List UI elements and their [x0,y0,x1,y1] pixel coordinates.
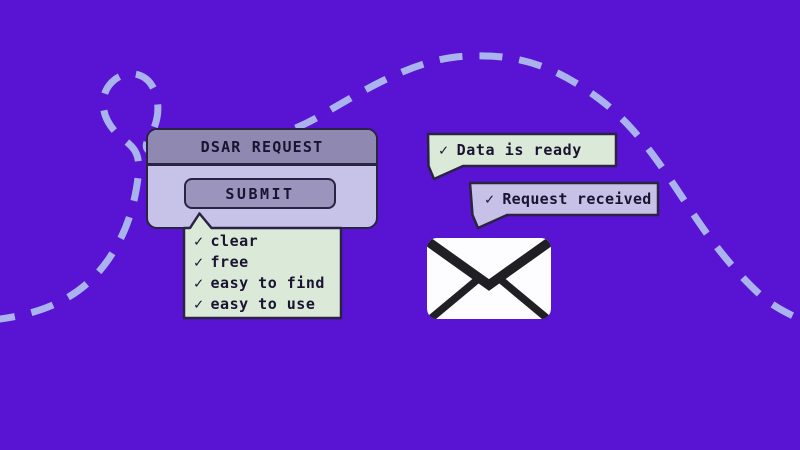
checklist-item-label: easy to use [210,294,316,313]
checkmark-icon: ✓ [439,141,449,159]
request-received-bubble: ✓ Request received [470,183,658,215]
dsar-request-window: DSAR REQUEST SUBMIT [146,128,378,229]
envelope-flap-area [427,238,551,286]
checklist-item: ✓ clear [194,230,334,251]
request-received-label: Request received [502,190,652,208]
checklist-item: ✓ easy to use [194,293,334,314]
checklist: ✓ clear ✓ free ✓ easy to find ✓ easy to … [194,230,334,314]
checkmark-icon: ✓ [194,294,204,313]
envelope-icon [427,238,551,319]
checkmark-icon: ✓ [485,190,495,208]
checkmark-icon: ✓ [194,252,204,271]
dashed-journey-path [0,52,800,323]
window-title-bar: DSAR REQUEST [148,130,376,166]
checkmark-icon: ✓ [194,273,204,292]
envelope-bottom-right-fold [492,272,551,319]
submit-button[interactable]: SUBMIT [184,178,336,209]
data-ready-bubble-shape [426,132,618,181]
envelope-bottom-left-fold [427,272,486,319]
request-received-bubble-shape [468,181,660,230]
checklist-item: ✓ free [194,251,334,272]
data-ready-bubble: ✓ Data is ready [428,134,616,166]
checklist-item-label: clear [210,231,259,250]
checklist-tooltip-shape [182,212,343,320]
checklist-item-label: easy to find [210,273,325,292]
checkmark-icon: ✓ [194,231,204,250]
envelope-flap-line [427,238,551,291]
data-ready-label: Data is ready [456,141,582,159]
window-body: SUBMIT [148,166,376,227]
window-title: DSAR REQUEST [200,137,324,156]
checklist-item-label: free [210,252,249,271]
checklist-item: ✓ easy to find [194,272,334,293]
